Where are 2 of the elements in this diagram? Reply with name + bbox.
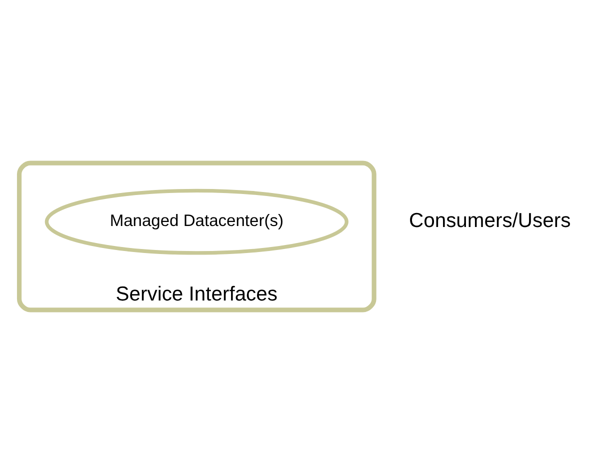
node-ellipse: Managed Datacenter(s) [44, 188, 348, 255]
label: Consumers/Users [409, 210, 571, 232]
